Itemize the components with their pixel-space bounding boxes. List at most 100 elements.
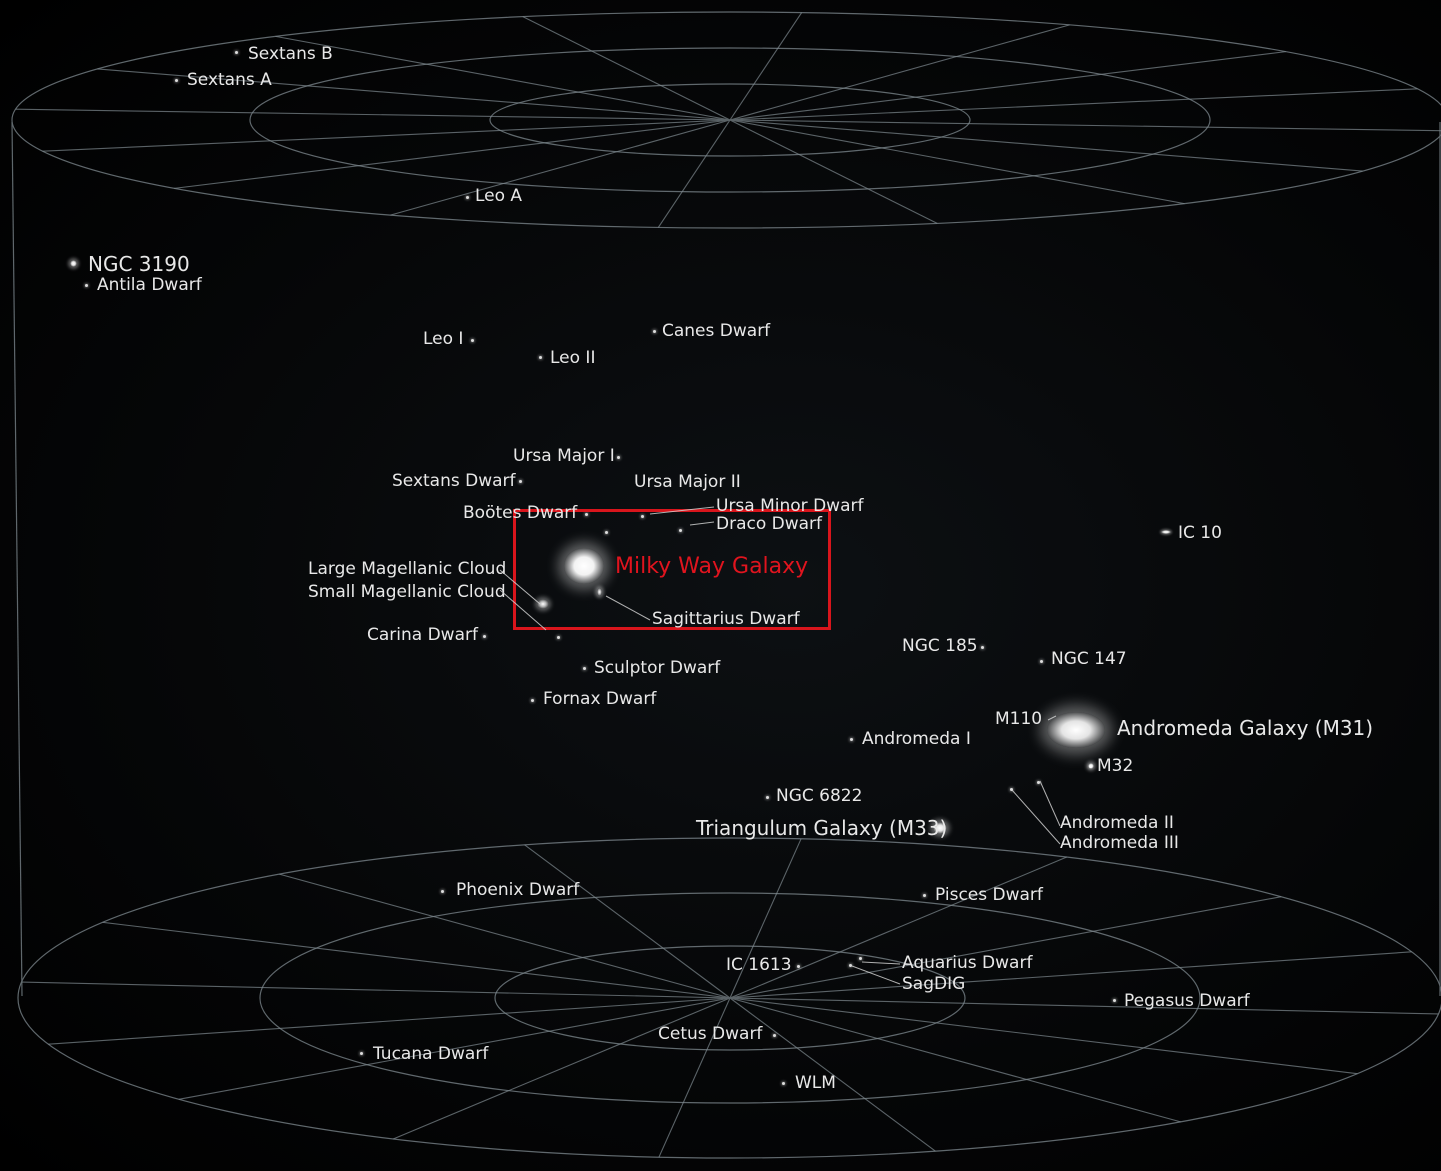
label-sagittarius-dwarf: Sagittarius Dwarf xyxy=(652,609,800,629)
galaxy-point xyxy=(605,531,608,534)
galaxy-point xyxy=(1037,781,1040,784)
galaxy-point xyxy=(653,330,656,333)
bottom-spoke xyxy=(102,921,731,999)
label-andromeda-iii: Andromeda III xyxy=(1060,833,1179,853)
label-sextans-dwarf: Sextans Dwarf xyxy=(392,471,516,491)
label-canes-dwarf: Canes Dwarf xyxy=(662,321,771,341)
top-middle-ring xyxy=(249,47,1211,193)
bottom-spoke xyxy=(729,856,1067,999)
label-leo-i: Leo I xyxy=(423,329,464,349)
label-sextans-b: Sextans B xyxy=(248,44,333,64)
galaxy-point xyxy=(1010,788,1013,791)
top-spoke xyxy=(729,88,1418,121)
bottom-spoke xyxy=(48,997,731,1045)
galaxy-point xyxy=(441,890,444,893)
label-cetus-dwarf: Cetus Dwarf xyxy=(658,1024,763,1044)
label-pisces-dwarf: Pisces Dwarf xyxy=(935,885,1043,905)
label-ngc-3190: NGC 3190 xyxy=(88,252,190,276)
top-spoke xyxy=(275,35,731,121)
top-inner-ring xyxy=(489,83,971,157)
top-spoke xyxy=(174,119,731,189)
galaxy-point xyxy=(773,1034,776,1037)
top-outer-ring xyxy=(11,11,1441,229)
bottom-spoke xyxy=(279,873,731,999)
label-sculptor-dwarf: Sculptor Dwarf xyxy=(594,658,721,678)
label-fornax-dwarf: Fornax Dwarf xyxy=(543,689,657,709)
top-spoke xyxy=(390,119,731,216)
galaxy-point xyxy=(85,284,88,287)
label-sextans-a: Sextans A xyxy=(187,70,272,90)
bottom-spoke xyxy=(729,951,1412,999)
bottom-spoke xyxy=(21,981,731,999)
cylinder-left-side xyxy=(11,121,23,997)
milky-way-glow xyxy=(564,548,604,584)
galaxy-point xyxy=(531,699,534,702)
top-spoke xyxy=(729,51,1286,121)
galaxy-point xyxy=(1040,660,1043,663)
label-ngc-147: NGC 147 xyxy=(1051,649,1127,669)
top-spoke xyxy=(15,108,731,121)
bottom-spoke xyxy=(729,997,1181,1123)
galaxy-point xyxy=(483,635,486,638)
bottom-spoke xyxy=(524,844,731,999)
top-spoke xyxy=(729,119,1185,205)
label-draco-dwarf: Draco Dwarf xyxy=(716,514,823,534)
label-aquarius-dwarf: Aquarius Dwarf xyxy=(902,953,1033,973)
bottom-spoke xyxy=(729,896,1282,999)
label-sagdig: SagDIG xyxy=(902,974,966,994)
label-leo-a: Leo A xyxy=(475,186,523,206)
top-spoke xyxy=(522,16,731,121)
label-carina-dwarf: Carina Dwarf xyxy=(367,625,478,645)
label-milky-way-galaxy: Milky Way Galaxy xyxy=(615,554,809,579)
label-ngc-185: NGC 185 xyxy=(902,636,978,656)
label-pegasus-dwarf: Pegasus Dwarf xyxy=(1124,991,1250,1011)
label-andromeda-ii: Andromeda II xyxy=(1060,813,1174,833)
bottom-spoke xyxy=(729,997,1358,1075)
galaxy-point xyxy=(360,1052,363,1055)
galaxy-point xyxy=(859,957,862,960)
label-phoenix-dwarf: Phoenix Dwarf xyxy=(456,880,580,900)
label-ngc-6822: NGC 6822 xyxy=(776,786,863,806)
label-leo-ii: Leo II xyxy=(550,348,596,368)
label-large-magellanic-cloud: Large Magellanic Cloud xyxy=(308,559,507,579)
top-spoke xyxy=(729,119,938,224)
galaxy-point xyxy=(466,196,469,199)
galaxy-point xyxy=(641,515,644,518)
label-ursa-major-i: Ursa Major I xyxy=(513,446,615,466)
label-tucana-dwarf: Tucana Dwarf xyxy=(373,1044,489,1064)
ic10-glow xyxy=(1161,530,1171,534)
label-bootes-dwarf: Boötes Dwarf xyxy=(463,503,578,523)
ngc3190-glow xyxy=(69,259,77,267)
top-spoke xyxy=(97,68,731,121)
bottom-spoke xyxy=(729,838,802,999)
galaxy-point xyxy=(519,480,522,483)
bottom-spoke xyxy=(658,997,731,1158)
galaxy-point xyxy=(617,456,620,459)
galaxy-point xyxy=(850,738,853,741)
bottom-spoke xyxy=(178,997,731,1100)
top-spoke xyxy=(42,119,731,152)
galaxy-point xyxy=(539,356,542,359)
top-spoke xyxy=(657,119,731,228)
label-wlm: WLM xyxy=(795,1073,836,1093)
label-triangulum-galaxy: Triangulum Galaxy (M33) xyxy=(696,816,948,840)
bottom-middle-ring xyxy=(259,892,1201,1104)
label-m110: M110 xyxy=(995,709,1043,729)
label-m32: M32 xyxy=(1097,756,1134,776)
triangulum-glow xyxy=(933,822,947,834)
galaxy-point xyxy=(679,529,682,532)
bottom-spoke xyxy=(729,997,936,1152)
galaxy-point xyxy=(766,796,769,799)
galaxy-point xyxy=(782,1082,785,1085)
andromeda-glow xyxy=(1047,712,1105,748)
bottom-inner-ring xyxy=(494,945,966,1051)
label-andromeda-i: Andromeda I xyxy=(862,729,971,749)
sagittarius-glow xyxy=(596,588,602,596)
galaxy-point xyxy=(557,636,560,639)
label-ic-1613: IC 1613 xyxy=(726,955,792,975)
bottom-spoke xyxy=(393,997,731,1140)
galaxy-point xyxy=(471,339,474,342)
m32-glow xyxy=(1088,763,1094,769)
